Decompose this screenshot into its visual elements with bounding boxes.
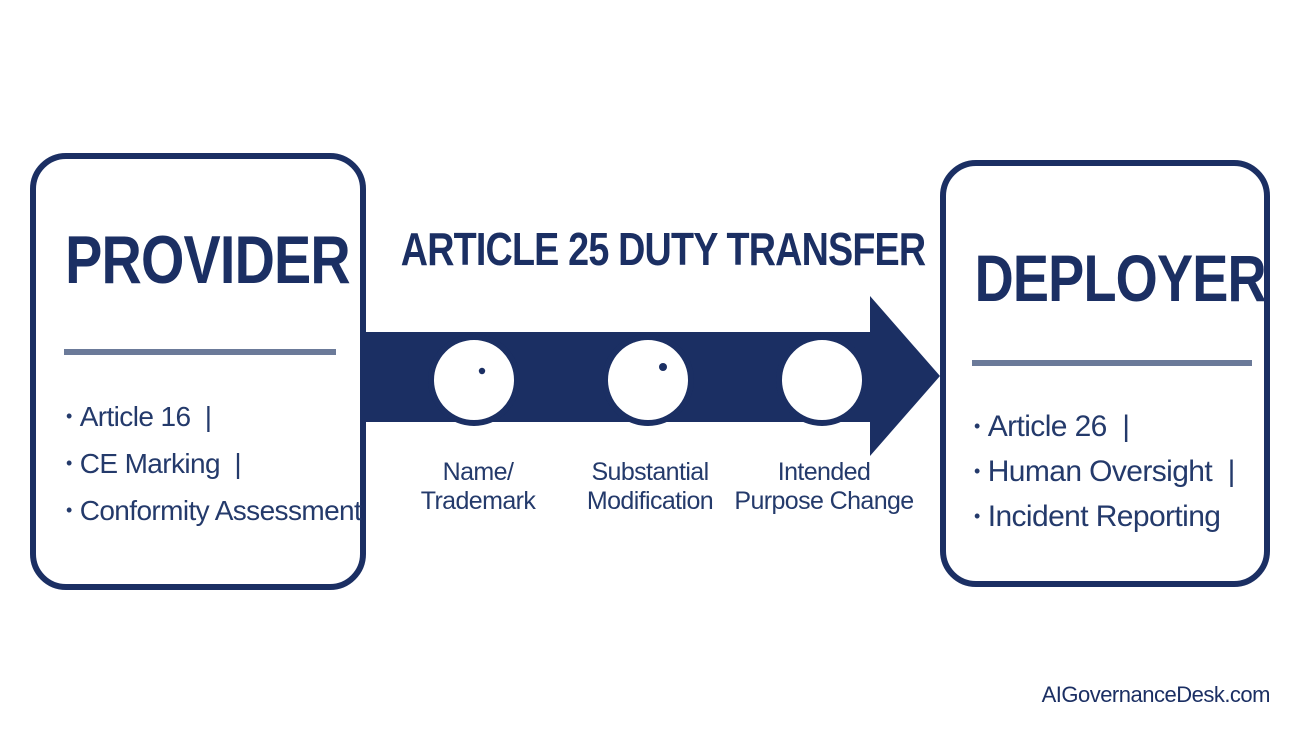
target-icon: [796, 354, 848, 406]
deployer-duties-list: • Article 26 | • Human Oversight | • Inc…: [974, 404, 1235, 539]
provider-duty-text: Article 16: [79, 400, 191, 432]
step-label-line: Name/: [442, 458, 514, 486]
provider-title: PROVIDER: [65, 222, 351, 298]
deployer-duty-text: Article 26: [987, 409, 1108, 443]
provider-duty-text: Conformity Assessment: [79, 494, 362, 526]
bullet-icon: •: [974, 461, 980, 481]
item-separator: |: [1227, 454, 1236, 488]
bullet-icon: •: [66, 406, 72, 426]
deployer-duty-item: • Human Oversight |: [974, 449, 1235, 494]
deployer-duty-item: • Article 26 |: [974, 404, 1235, 449]
step-label-line: Intended: [777, 458, 871, 486]
bullet-icon: •: [66, 453, 72, 473]
deployer-divider: [972, 360, 1252, 366]
provider-duty-text: CE Marking: [79, 447, 221, 479]
arrow-head: [870, 296, 940, 456]
name-trademark-label: Name/ Trademark: [383, 458, 573, 516]
tag-icon: [450, 365, 492, 403]
diagram-title: ARTICLE 25 DUTY TRANSFER: [400, 223, 926, 275]
item-separator: |: [1122, 409, 1130, 443]
deployer-duty-item: • Incident Reporting: [974, 494, 1235, 539]
item-separator: |: [204, 400, 212, 432]
deployer-duty-text: Incident Reporting: [987, 499, 1221, 533]
site-credit: AIGovernanceDesk.com: [1041, 682, 1271, 707]
bullet-icon: •: [974, 416, 980, 436]
deployer-duty-text: Human Oversight: [987, 454, 1213, 488]
step-label-line: Purpose Change: [734, 487, 914, 515]
provider-duty-item: • Article 16 |: [66, 393, 361, 440]
substantial-modification-label: Substantial Modification: [555, 458, 745, 516]
name-trademark-step: [428, 334, 520, 426]
provider-divider: [64, 349, 336, 355]
provider-box: PROVIDER • Article 16 | • CE Marking | •…: [30, 153, 366, 590]
provider-duties-list: • Article 16 | • CE Marking | • Conformi…: [66, 393, 362, 534]
provider-duty-item: • CE Marking |: [66, 440, 361, 487]
deployer-box: DEPLOYER • Article 26 | • Human Oversigh…: [940, 160, 1270, 587]
step-label-line: Trademark: [420, 487, 536, 515]
provider-duty-item: • Conformity Assessment: [66, 487, 362, 534]
bullet-icon: •: [66, 500, 72, 520]
step-label-line: Modification: [586, 487, 714, 515]
intended-purpose-change-step: [776, 334, 868, 426]
substantial-modification-step: [602, 334, 694, 426]
wrench-gear-icon: [621, 353, 676, 404]
item-separator: |: [234, 447, 242, 479]
bullet-icon: •: [974, 506, 980, 526]
intended-purpose-change-label: Intended Purpose Change: [729, 458, 919, 516]
step-label-line: Substantial: [591, 458, 709, 486]
deployer-title: DEPLOYER: [974, 241, 1267, 315]
